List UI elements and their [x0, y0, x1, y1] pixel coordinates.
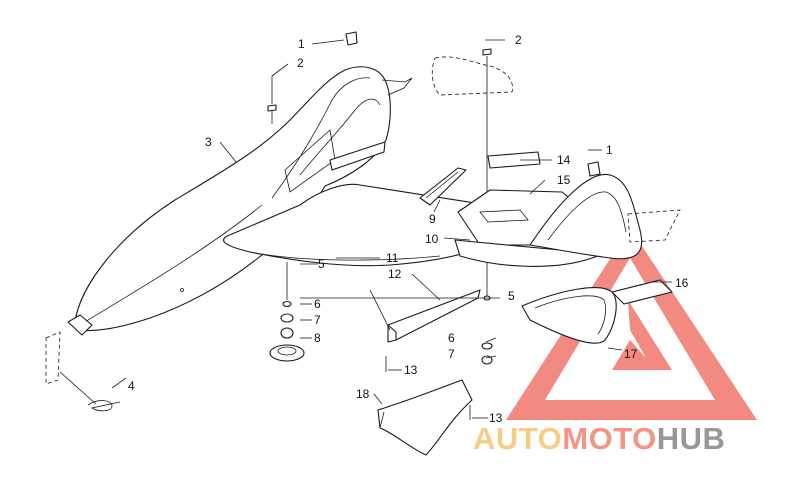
seal-part-9 — [419, 167, 467, 206]
watermark-text: AUTOMOTOHUB — [473, 421, 725, 456]
watermark-hub: HUB — [657, 421, 726, 456]
callout-1-right: 1 — [606, 143, 613, 157]
callout-16: 16 — [675, 276, 689, 290]
callout-17: 17 — [624, 347, 638, 361]
callout-14: 14 — [557, 153, 571, 167]
callout-12: 12 — [388, 267, 402, 281]
callout-7-left: 7 — [314, 313, 321, 327]
callout-8: 8 — [314, 331, 321, 345]
fastener-part-1-top — [345, 31, 358, 46]
leader-lines — [59, 39, 672, 419]
callout-6-right: 6 — [448, 331, 455, 345]
callout-10: 10 — [425, 232, 439, 246]
lower-guard-part-18 — [377, 379, 473, 456]
watermark-triangle-logo — [506, 228, 757, 420]
svg-text:AUTOMOTOHUB: AUTOMOTOHUB — [473, 421, 725, 456]
fastener-part-1-right — [587, 161, 601, 177]
hair-pin-part-4 — [45, 331, 121, 412]
callout-9: 9 — [429, 212, 436, 226]
callout-5-right: 5 — [508, 289, 515, 303]
hood-part-3 — [67, 66, 413, 336]
callout-5-left: 5 — [318, 257, 325, 271]
frame-reference-top — [431, 56, 513, 96]
screw-part-2-left — [267, 104, 277, 124]
hardware-stack-left — [269, 300, 305, 362]
callout-7-right: 7 — [448, 347, 455, 361]
pad-part-14 — [487, 151, 541, 169]
callout-13-a: 13 — [404, 363, 418, 377]
belly-pan-part-11 — [223, 183, 521, 267]
strap-part-17 — [521, 287, 617, 344]
callout-labels: 1 2 2 3 14 15 1 9 10 11 12 5 6 7 8 5 6 7… — [128, 33, 689, 425]
frame-reference-right — [627, 209, 681, 243]
callout-15: 15 — [557, 173, 571, 187]
callout-1-top: 1 — [298, 37, 305, 51]
watermark-auto: AUTO — [473, 421, 562, 456]
callout-4: 4 — [128, 379, 135, 393]
callout-11: 11 — [386, 251, 399, 265]
callout-2-left: 2 — [297, 56, 304, 70]
hardware-stack-right — [481, 295, 493, 365]
callout-2-right: 2 — [515, 33, 522, 47]
handle-loop — [529, 173, 643, 260]
callout-13-b: 13 — [489, 411, 503, 425]
watermark-moto: MOTO — [562, 421, 656, 456]
callout-6-left: 6 — [314, 297, 321, 311]
callout-3: 3 — [205, 135, 212, 149]
callout-18: 18 — [356, 387, 370, 401]
pad-part-16 — [611, 279, 673, 305]
